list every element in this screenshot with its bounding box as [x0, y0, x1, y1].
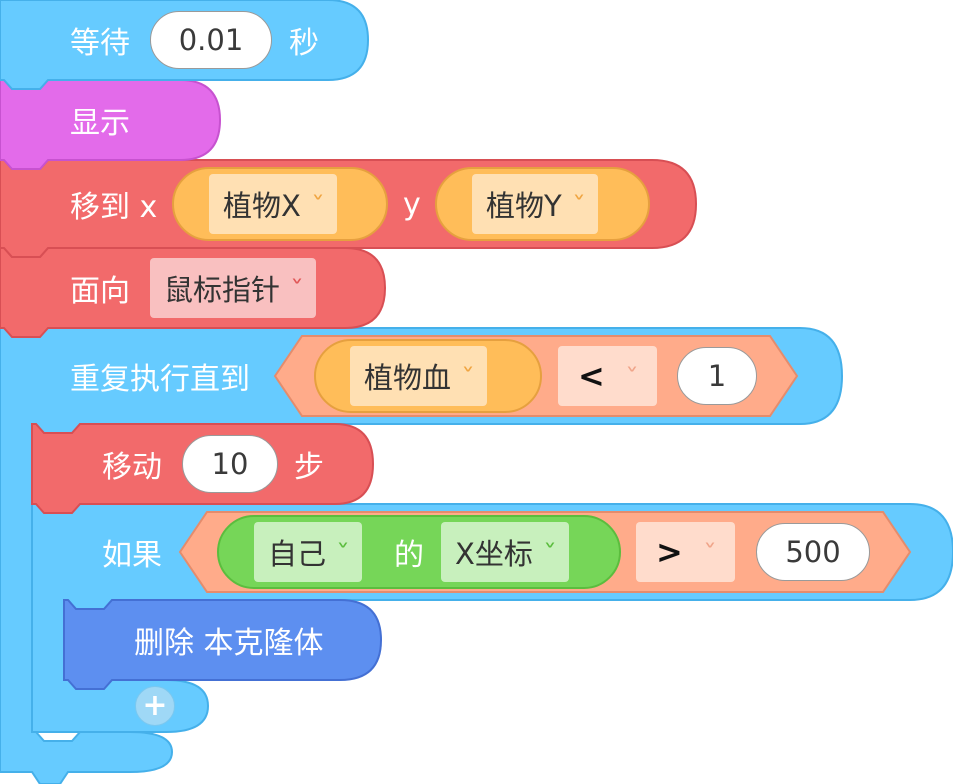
sensing-property-value: X坐标: [455, 537, 533, 571]
delete-clone-block[interactable]: [63, 599, 383, 690]
lt-operator-symbol: <: [578, 357, 605, 395]
chevron-down-icon: ˅: [624, 364, 639, 388]
sensing-property-dropdown[interactable]: X坐标 ˅: [441, 522, 569, 582]
delete-clone-label: 删除 本克隆体: [134, 626, 324, 661]
chevron-down-icon: ˅: [461, 364, 476, 388]
x-variable-name: 植物X: [223, 189, 301, 223]
point-target-dropdown[interactable]: 鼠标指针 ˅: [150, 258, 317, 318]
move-label: 移动: [102, 450, 162, 485]
x-variable-dropdown[interactable]: 植物X ˅: [209, 174, 337, 234]
move-steps-input[interactable]: 10: [182, 435, 278, 493]
goto-y-label: y: [403, 186, 421, 222]
threshold-value-input[interactable]: 500: [756, 523, 870, 581]
sensing-target-dropdown[interactable]: 自己 ˅: [254, 522, 363, 582]
goto-x-label: 移到 x: [70, 190, 158, 225]
wait-seconds-input[interactable]: 0.01: [150, 11, 272, 69]
health-variable-dropdown[interactable]: 植物血 ˅: [350, 346, 488, 406]
if-label: 如果: [102, 538, 162, 573]
point-towards-label: 面向: [70, 274, 130, 309]
seconds-unit-label: 秒: [289, 26, 319, 61]
chevron-down-icon: ˅: [290, 276, 305, 300]
show-label: 显示: [70, 106, 130, 141]
plus-icon[interactable]: +: [135, 686, 175, 726]
sensing-target-value: 自己: [268, 537, 327, 571]
compare-value-input[interactable]: 1: [677, 347, 757, 405]
of-label: 的: [394, 538, 424, 573]
chevron-down-icon: ˅: [702, 540, 717, 564]
chevron-down-icon: ˅: [542, 540, 557, 564]
lt-operator-dropdown[interactable]: < ˅: [558, 346, 657, 406]
chevron-down-icon: ˅: [571, 192, 586, 216]
chevron-down-icon: ˅: [336, 540, 351, 564]
chevron-down-icon: ˅: [310, 192, 325, 216]
gt-operator-symbol: >: [656, 533, 683, 571]
point-target-value: 鼠标指针: [164, 273, 281, 307]
health-variable-name: 植物血: [364, 361, 452, 395]
y-variable-name: 植物Y: [486, 189, 562, 223]
y-variable-dropdown[interactable]: 植物Y ˅: [472, 174, 598, 234]
wait-label: 等待: [70, 26, 130, 61]
gt-operator-dropdown[interactable]: > ˅: [636, 522, 735, 582]
repeat-until-label: 重复执行直到: [70, 362, 250, 397]
steps-unit-label: 步: [294, 450, 324, 485]
